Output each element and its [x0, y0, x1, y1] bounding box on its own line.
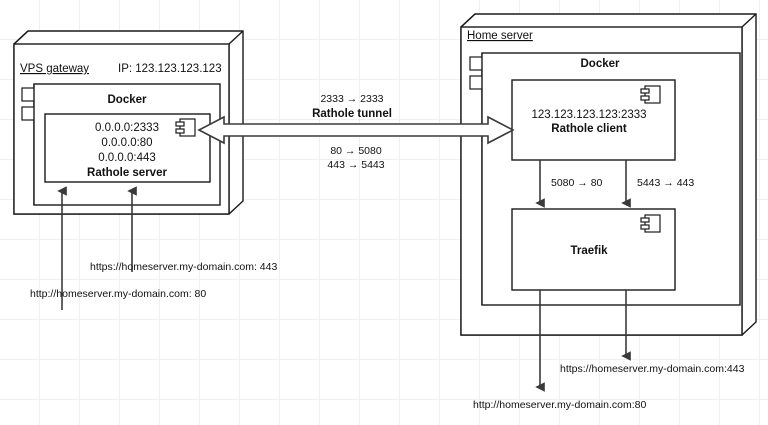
- vps-gateway-ip-label: IP: 123.123.123.123: [118, 63, 222, 75]
- rathole-server-node[interactable]: 0.0.0.0:2333 0.0.0.0:80 0.0.0.0:443 Rath…: [44, 113, 211, 183]
- home-http-port-map-label: 5080 → 80: [551, 177, 603, 189]
- home-outbound-http-url: http://homeserver.my-domain.com:80: [473, 399, 646, 411]
- rathole-server-bind-2333: 0.0.0.0:2333: [95, 122, 159, 134]
- home-outbound-https-url: https://homeserver.my-domain.com:443: [560, 363, 745, 375]
- traefik-name: Traefik: [570, 245, 608, 257]
- vps-gateway-package-label: VPS gateway: [20, 63, 89, 75]
- rathole-server-bind-443: 0.0.0.0:443: [98, 152, 156, 164]
- rathole-client-name: Rathole client: [551, 123, 627, 135]
- home-server-package-label: Home server: [467, 30, 533, 42]
- vps-inbound-http-url: http://homeserver.my-domain.com: 80: [30, 288, 206, 300]
- rathole-client-node[interactable]: 123.123.123.123:2333 Rathole client: [511, 79, 676, 161]
- tunnel-bottom-ports-http-label: 80 → 5080: [330, 145, 382, 157]
- vps-inbound-https-url: https://homeserver.my-domain.com: 443: [90, 261, 277, 273]
- home-https-port-map-label: 5443 → 443: [637, 177, 694, 189]
- vps-docker-label: Docker: [108, 94, 148, 106]
- rathole-server-bind-80: 0.0.0.0:80: [101, 137, 152, 149]
- tunnel-name-label: Rathole tunnel: [312, 108, 392, 120]
- rathole-tunnel-connector[interactable]: [197, 115, 515, 145]
- tunnel-top-ports-label: 2333 → 2333: [320, 93, 383, 105]
- rathole-client-endpoint: 123.123.123.123:2333: [531, 109, 646, 121]
- rathole-server-name: Rathole server: [87, 167, 167, 179]
- tunnel-bottom-ports-https-label: 443 → 5443: [327, 159, 384, 171]
- traefik-node[interactable]: Traefik: [511, 208, 676, 291]
- home-docker-label: Docker: [581, 58, 621, 70]
